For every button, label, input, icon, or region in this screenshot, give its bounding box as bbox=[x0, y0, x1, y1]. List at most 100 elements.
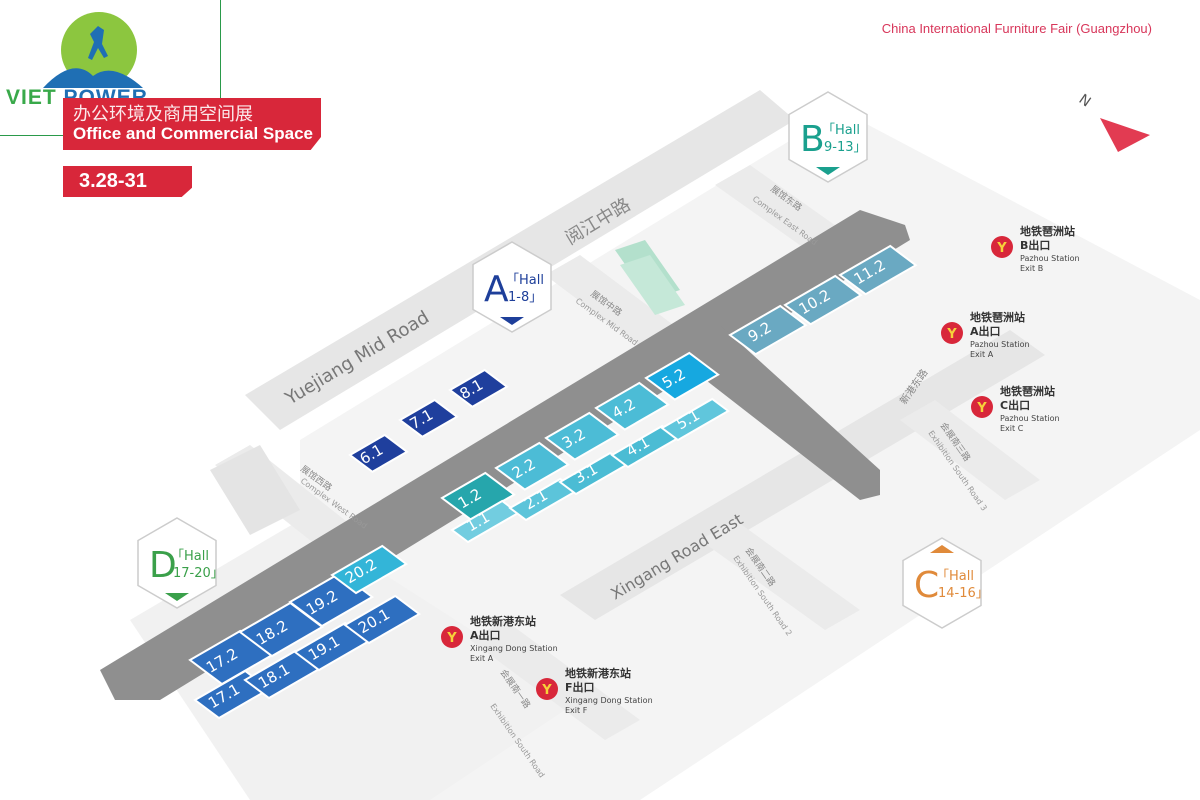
hall-4-1[interactable]: 4.1 bbox=[610, 424, 681, 469]
road-label-xingang-east-cn: 新港东路 bbox=[897, 366, 931, 406]
hall-18-1[interactable]: 18.1 bbox=[243, 649, 322, 700]
hall-block bbox=[343, 594, 422, 645]
hall-5-1[interactable]: 5.1 bbox=[660, 397, 731, 442]
station-exit-en: Exit B bbox=[1020, 264, 1043, 273]
zone-markers: A「Hall1-8」B「Hall9-13」C「Hall14-16」D「Hall1… bbox=[137, 91, 989, 629]
station-exit-en: Exit A bbox=[970, 350, 994, 359]
hall-11-2[interactable]: 11.2 bbox=[838, 244, 918, 296]
logo-emblem bbox=[43, 12, 143, 88]
hall-4-2[interactable]: 4.2 bbox=[594, 381, 670, 431]
hall-2-2[interactable]: 2.2 bbox=[494, 441, 570, 491]
hall-3-2[interactable]: 3.2 bbox=[544, 411, 620, 461]
zone-pointer bbox=[816, 167, 840, 175]
station-name-cn: 地铁琶洲站 bbox=[1020, 224, 1075, 238]
hall-number: 18.2 bbox=[253, 616, 291, 648]
hall-block bbox=[288, 571, 375, 628]
zone-hall-range: 1-8」 bbox=[508, 290, 542, 305]
zone-hall-range: 9-13」 bbox=[824, 140, 867, 155]
road-label-complex-mid-cn: 展馆中路 bbox=[588, 288, 624, 319]
hall-number: 4.1 bbox=[623, 433, 653, 461]
hall-2-1[interactable]: 2.1 bbox=[508, 477, 579, 522]
hall-10-2[interactable]: 10.2 bbox=[783, 274, 863, 326]
zone-pointer bbox=[165, 593, 189, 601]
metro-icon bbox=[536, 678, 558, 700]
hall-20-1[interactable]: 20.1 bbox=[343, 594, 422, 645]
hall-5-2[interactable]: 5.2 bbox=[644, 351, 720, 401]
hall-number: 7.1 bbox=[407, 406, 437, 434]
metro-icon bbox=[971, 396, 993, 418]
road-yuejiang bbox=[245, 90, 795, 430]
zone-hall-word: 「Hall bbox=[171, 549, 209, 564]
hall-7-1[interactable]: 7.1 bbox=[398, 398, 459, 438]
hall-block bbox=[188, 629, 275, 686]
zone-hall-range: 14-16」 bbox=[938, 586, 989, 601]
hall-19-1[interactable]: 19.1 bbox=[293, 621, 372, 672]
zone-pointer bbox=[930, 545, 954, 553]
hall-block bbox=[544, 411, 620, 461]
road-label-yuejiang: Yuejiang Mid Road bbox=[281, 307, 433, 410]
central-walkway bbox=[100, 210, 910, 700]
hall-block bbox=[728, 304, 808, 356]
station-name-cn: 地铁新港东站 bbox=[470, 614, 536, 628]
metro-icon bbox=[991, 236, 1013, 258]
hall-block bbox=[610, 424, 681, 469]
station-name-en: Xingang Dong Station bbox=[470, 644, 558, 653]
hall-number: 2.1 bbox=[521, 486, 551, 514]
station-exit-cn: F出口 bbox=[565, 680, 595, 694]
road-south3 bbox=[900, 400, 1040, 500]
hall-number: 10.2 bbox=[796, 286, 834, 318]
roads bbox=[210, 90, 1045, 740]
compass-arrow bbox=[1100, 118, 1150, 152]
road-complex-west bbox=[215, 445, 370, 560]
road-label-south3-en: Exhibition South Road 3 bbox=[926, 429, 988, 513]
hall-number: 17.2 bbox=[203, 644, 241, 676]
zone-pointer bbox=[500, 317, 524, 325]
hall-number: 20.2 bbox=[342, 555, 380, 587]
hall-17-1[interactable]: 17.1 bbox=[193, 669, 272, 720]
hall-block bbox=[238, 601, 325, 658]
hall-number: 19.2 bbox=[303, 586, 341, 618]
hall-8-1[interactable]: 8.1 bbox=[448, 368, 509, 408]
hall-1-1[interactable]: 1.1 bbox=[450, 499, 521, 544]
hall-20-2[interactable]: 20.2 bbox=[330, 544, 409, 595]
hall-3-1[interactable]: 3.1 bbox=[558, 451, 629, 496]
zone-hall-word: 「Hall bbox=[506, 273, 544, 288]
hall-block bbox=[243, 649, 322, 700]
hall-number: 18.1 bbox=[255, 660, 293, 692]
hall-block bbox=[193, 669, 272, 720]
hall-number: 2.2 bbox=[509, 455, 539, 483]
hall-19-2[interactable]: 19.2 bbox=[288, 571, 375, 628]
hall-number: 8.1 bbox=[457, 376, 487, 404]
zone-hexagon bbox=[137, 517, 217, 609]
station-exit-cn: A出口 bbox=[970, 324, 1001, 338]
hall-number: 20.1 bbox=[355, 605, 393, 637]
hall-block bbox=[558, 451, 629, 496]
road-label-xingang: Xingang Road East bbox=[607, 510, 746, 604]
hall-number: 11.2 bbox=[851, 256, 889, 288]
zone-hall-word: 「Hall bbox=[822, 123, 860, 138]
hall-number: 5.1 bbox=[673, 406, 703, 434]
hall-stack-graphic bbox=[615, 240, 685, 315]
hall-block bbox=[348, 433, 409, 473]
hall-17-2[interactable]: 17.2 bbox=[188, 629, 275, 686]
cross-walkway bbox=[680, 325, 880, 500]
hall-number: 1.2 bbox=[455, 485, 485, 513]
hall-18-2[interactable]: 18.2 bbox=[238, 601, 325, 658]
station-exit-en: Exit A bbox=[470, 654, 494, 663]
station-exit-cn: C出口 bbox=[1000, 398, 1030, 412]
hall-1-2[interactable]: 1.2 bbox=[440, 471, 516, 521]
hall-block bbox=[450, 499, 521, 544]
hall-6-1[interactable]: 6.1 bbox=[348, 433, 409, 473]
hall-block bbox=[783, 274, 863, 326]
hall-9-2[interactable]: 9.2 bbox=[728, 304, 808, 356]
